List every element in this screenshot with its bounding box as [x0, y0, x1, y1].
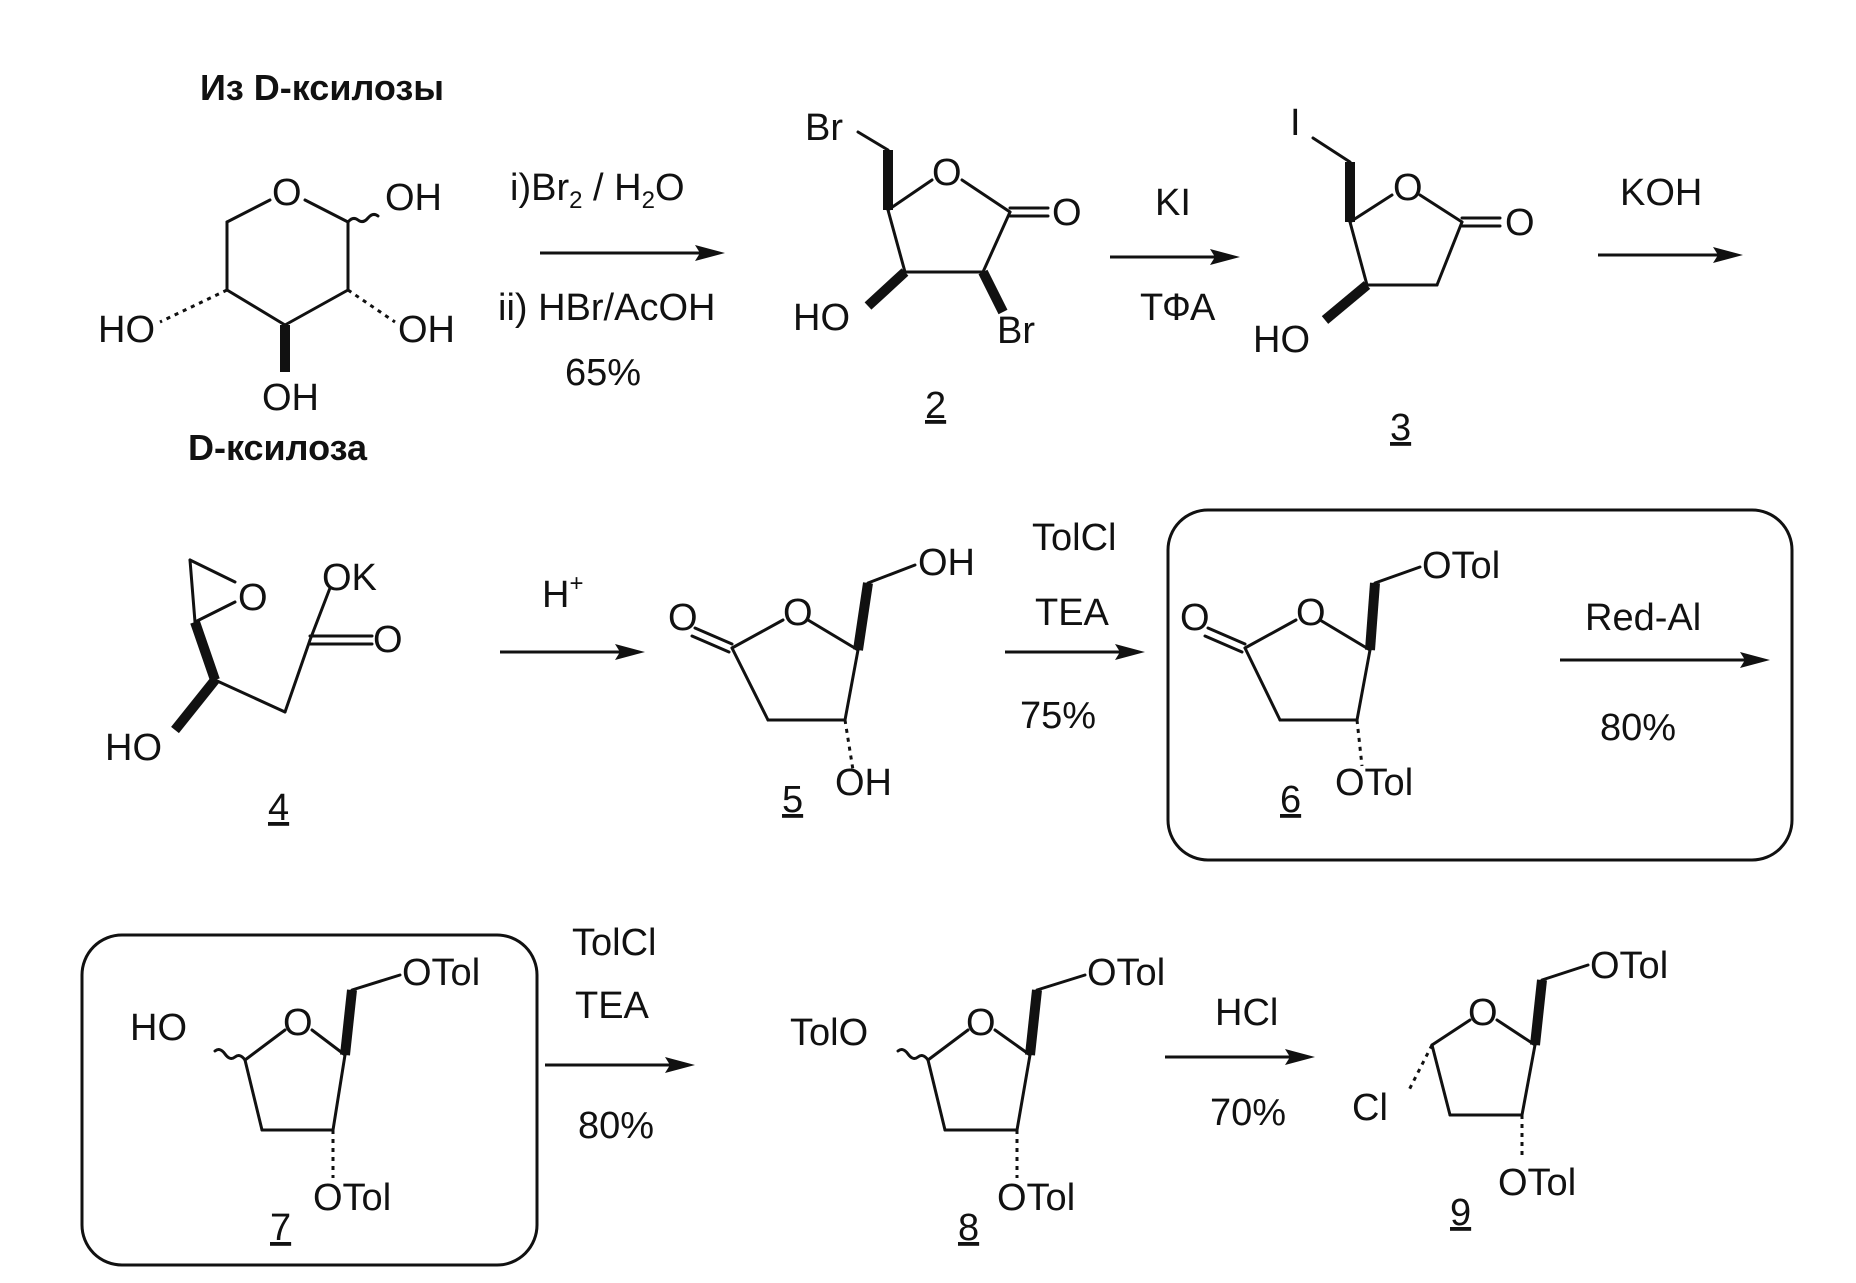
step-3-arrow: KOH	[1598, 172, 1743, 263]
c8-ring-oxygen: O	[966, 1002, 996, 1044]
step-7-yield: 80%	[578, 1105, 654, 1147]
c6-carbonyl-oxygen: O	[1180, 597, 1210, 639]
step-7-arrow: TolCl TEA 80%	[545, 922, 695, 1147]
step-7-reagent-2: TEA	[575, 985, 650, 1027]
compound-7-structure: HO O OTol OTol 7	[130, 952, 480, 1249]
step-8-yield: 70%	[1210, 1092, 1286, 1134]
c4-carbonyl-oxygen: O	[373, 619, 403, 661]
step-1-arrow: i)Br2 / H2O ii) HBr/AcOH 65%	[498, 167, 725, 394]
c5-oh-bottom: OH	[835, 762, 892, 804]
c8-tolo: TolO	[790, 1012, 868, 1054]
c9-otol-top: OTol	[1590, 945, 1668, 987]
compound-8-number: 8	[958, 1207, 979, 1249]
c7-otol-top: OTol	[402, 952, 480, 994]
compound-3-structure: I O O HO 3	[1253, 102, 1535, 449]
c5-ring-oxygen: O	[783, 592, 813, 634]
step-1-reagent-1: i)Br2 / H2O	[510, 167, 685, 214]
step-5-reagent-2: TEA	[1035, 592, 1110, 634]
xylose-oh-anomeric: OH	[385, 177, 442, 219]
step-6-reagent-1: Red-Al	[1585, 597, 1701, 639]
xylose-ho-c4: HO	[98, 309, 155, 351]
c2-carbonyl-oxygen: O	[1052, 192, 1082, 234]
c3-ring-oxygen: O	[1393, 167, 1423, 209]
c6-otol-top: OTol	[1422, 545, 1500, 587]
c4-epoxide-oxygen: O	[238, 577, 268, 619]
c4-ho: HO	[105, 727, 162, 769]
c6-ring-oxygen: O	[1296, 592, 1326, 634]
step-3-reagent-1: KOH	[1620, 172, 1702, 214]
c2-ho: HO	[793, 297, 850, 339]
step-8-arrow: HCl 70%	[1165, 992, 1315, 1134]
c2-br-top: Br	[805, 107, 843, 149]
c8-otol-bottom: OTol	[997, 1177, 1075, 1219]
compound-5-structure: O O OH OH 5	[668, 542, 975, 821]
compound-4-number: 4	[268, 787, 289, 829]
d-xylose-structure: O OH HO OH OH D-ксилоза	[98, 172, 455, 468]
xylose-oh-c2: OH	[398, 309, 455, 351]
c4-ok: OK	[322, 557, 377, 599]
step-5-yield: 75%	[1020, 695, 1096, 737]
step-2-arrow: KI ТФА	[1110, 182, 1240, 329]
c9-chlorine: Cl	[1352, 1087, 1388, 1129]
c5-carbonyl-oxygen: O	[668, 597, 698, 639]
step-5-arrow: TolCl TEA 75%	[1005, 517, 1145, 737]
compound-7-number: 7	[270, 1207, 291, 1249]
c3-iodine: I	[1290, 102, 1301, 144]
c7-ring-oxygen: O	[283, 1002, 313, 1044]
step-2-reagent-2: ТФА	[1140, 287, 1216, 329]
c3-carbonyl-oxygen: O	[1505, 202, 1535, 244]
step-8-reagent-1: HCl	[1215, 992, 1278, 1034]
c3-ho: HO	[1253, 319, 1310, 361]
compound-4-structure: O OK O HO 4	[105, 557, 403, 829]
step-6-arrow: Red-Al 80%	[1560, 597, 1770, 749]
c7-otol-bottom: OTol	[313, 1177, 391, 1219]
compound-2-structure: Br O O HO Br 2	[793, 107, 1082, 427]
step-6-yield: 80%	[1600, 707, 1676, 749]
step-7-reagent-1: TolCl	[572, 922, 656, 964]
step-4-reagent-1: H+	[542, 570, 583, 616]
c9-ring-oxygen: O	[1468, 992, 1498, 1034]
compound-9-structure: O Cl OTol OTol 9	[1352, 945, 1668, 1234]
xylose-oh-c3: OH	[262, 377, 319, 419]
step-1-reagent-2: ii) HBr/AcOH	[498, 287, 715, 329]
compound-6-number: 6	[1280, 779, 1301, 821]
c2-br-bottom: Br	[997, 310, 1035, 352]
c9-otol-bottom: OTol	[1498, 1162, 1576, 1204]
step-5-reagent-1: TolCl	[1032, 517, 1116, 559]
c7-ho: HO	[130, 1007, 187, 1049]
step-2-reagent-1: KI	[1155, 182, 1191, 224]
c6-otol-bottom: OTol	[1335, 762, 1413, 804]
step-1-yield: 65%	[565, 352, 641, 394]
xylose-ring-oxygen: O	[272, 172, 302, 214]
c5-oh-top: OH	[918, 542, 975, 584]
compound-5-number: 5	[782, 779, 803, 821]
c2-ring-oxygen: O	[932, 152, 962, 194]
c8-otol-top: OTol	[1087, 952, 1165, 994]
compound-2-number: 2	[925, 385, 946, 427]
compound-9-number: 9	[1450, 1192, 1471, 1234]
scheme-header: Из D-ксилозы	[200, 67, 444, 108]
compound-8-structure: TolO O OTol OTol 8	[790, 952, 1165, 1249]
starting-material-name: D-ксилоза	[188, 427, 368, 468]
compound-6-structure: O O OTol OTol 6	[1180, 545, 1500, 821]
step-4-arrow: H+	[500, 570, 645, 660]
compound-3-number: 3	[1390, 407, 1411, 449]
